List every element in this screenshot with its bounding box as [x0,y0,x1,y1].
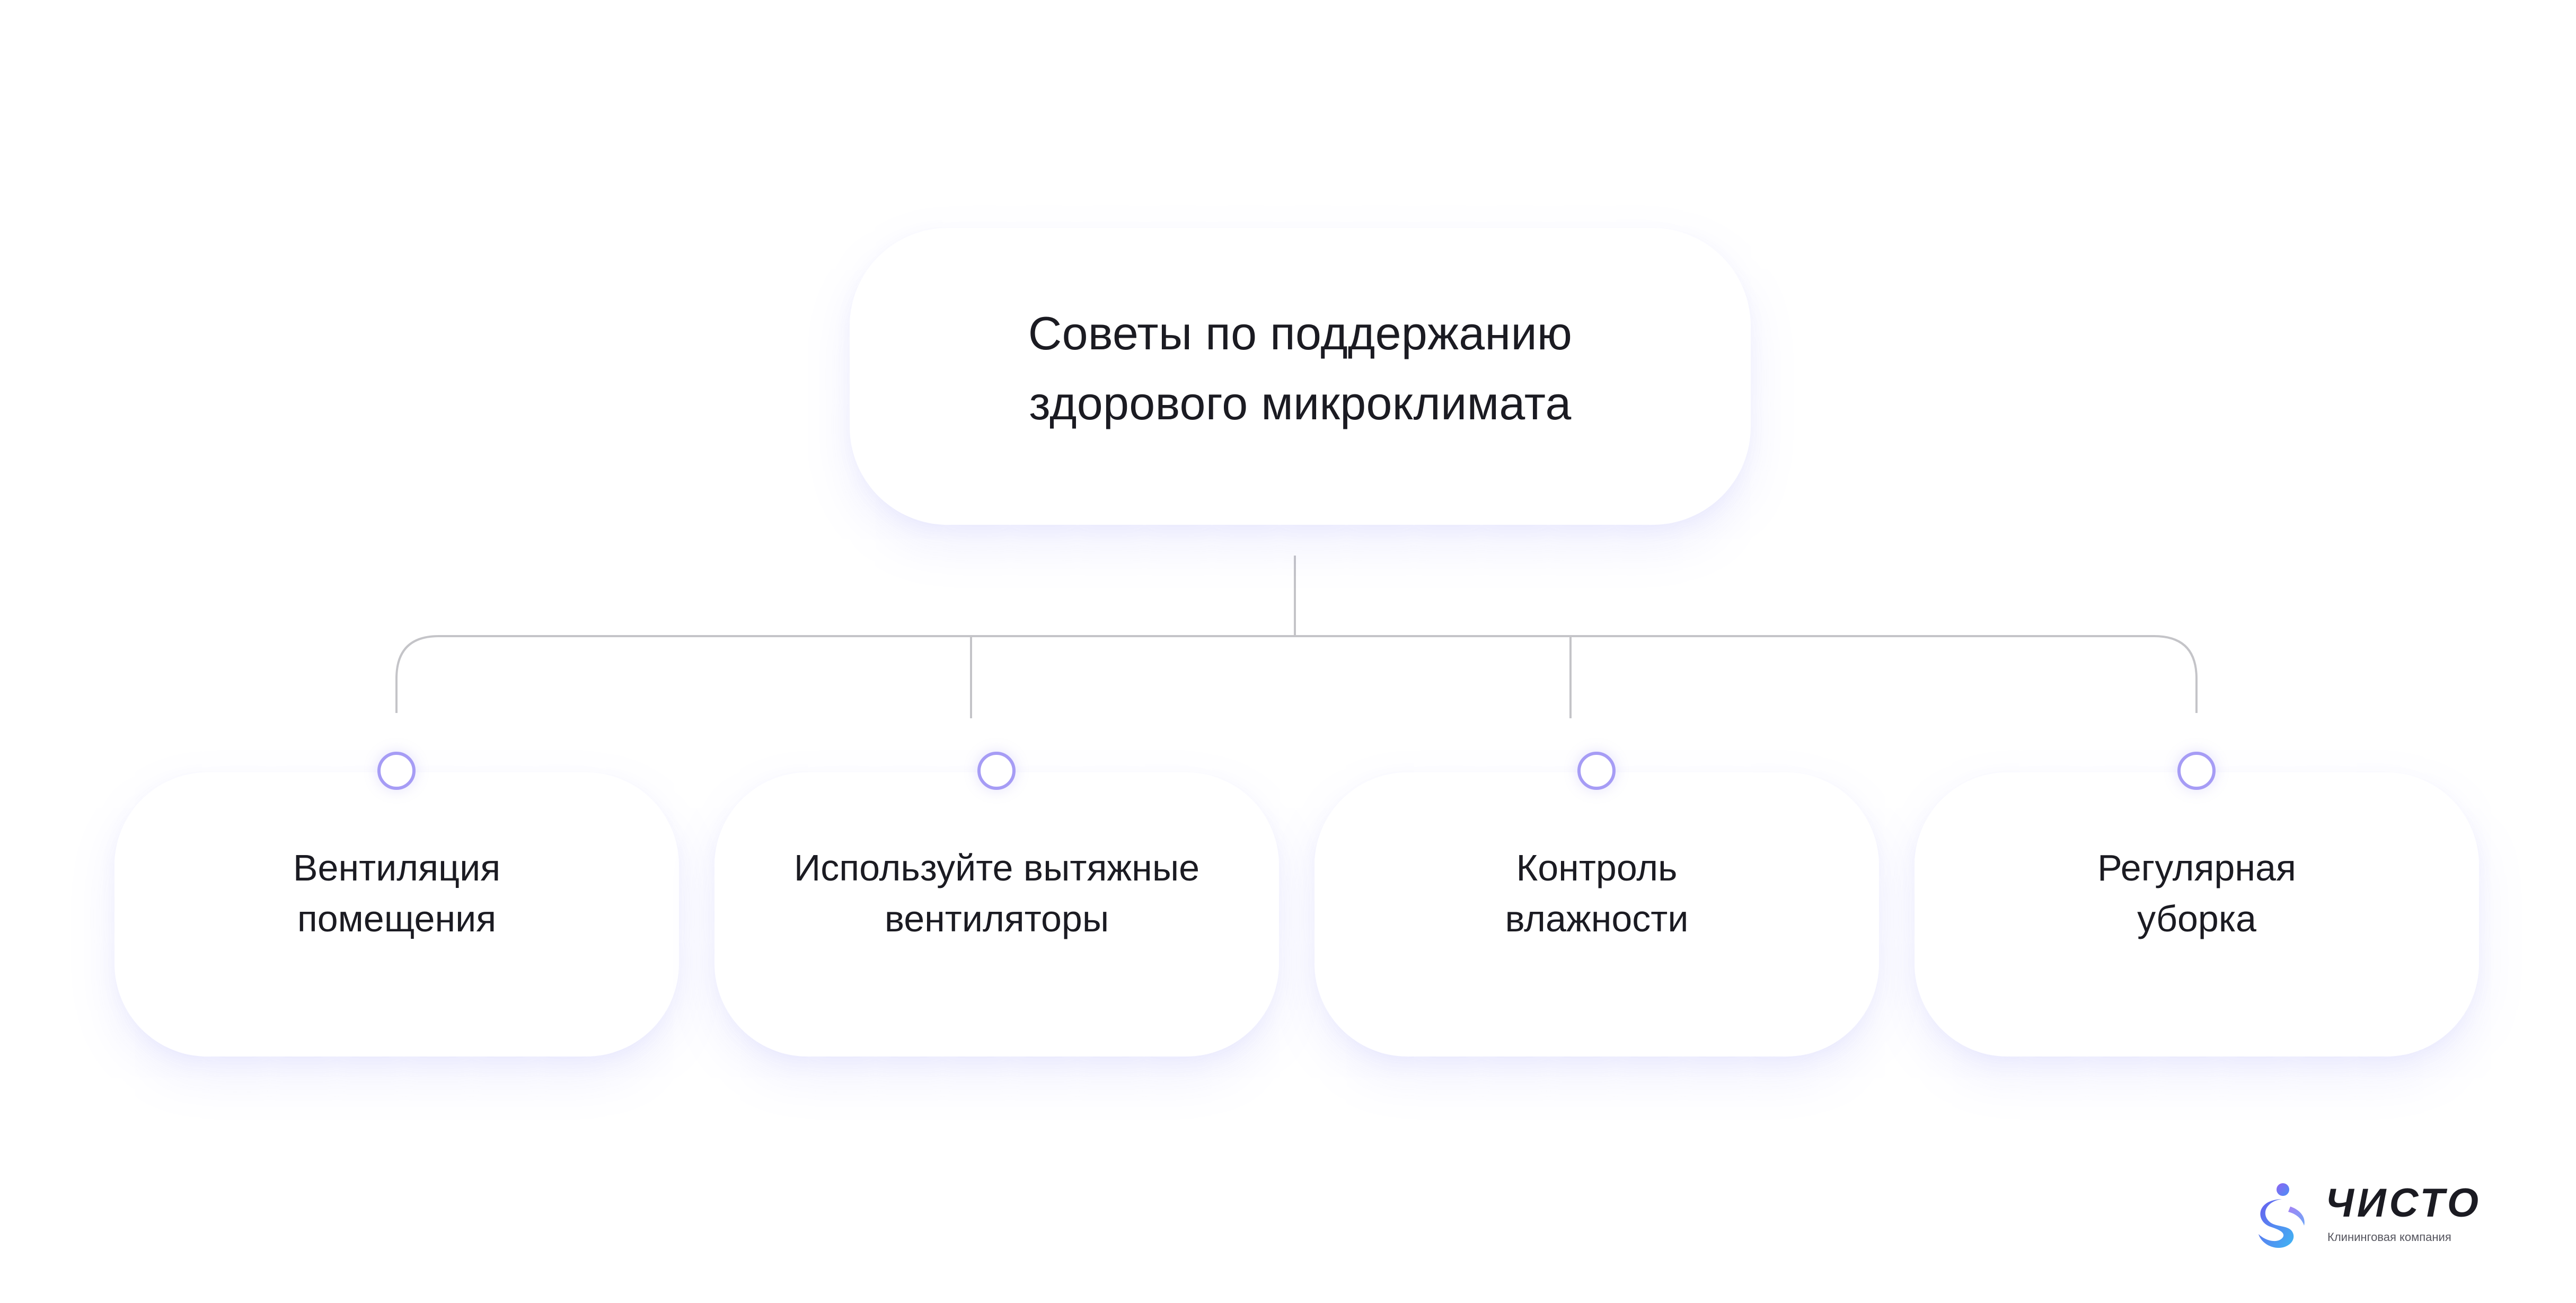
root-node: Советы по поддержанию здорового микрокли… [850,228,1751,525]
child-label: Используйте вытяжные вентиляторы [794,842,1199,944]
child-label-line1: Вентиляция [293,847,501,888]
child-node-cleaning: Регулярная уборка [1915,772,2479,1057]
root-title: Советы по поддержанию здорового микрокли… [1028,298,1572,438]
child-node-exhaust-fans: Используйте вытяжные вентиляторы [714,772,1279,1057]
child-label: Вентиляция помещения [293,842,500,944]
branch-connector [395,635,2198,713]
child-label-line1: Используйте вытяжные [793,847,1200,888]
child-node-humidity: Контроль влажности [1315,772,1879,1057]
brand-logo: ЧИСТО Клининговая компания [2255,1182,2478,1251]
node-dot-icon [2177,752,2216,790]
node-dot-icon [1577,752,1616,790]
child-label-line2: вентиляторы [884,898,1109,939]
child-label: Регулярная уборка [2097,842,2296,944]
node-dot-icon [977,752,1016,790]
child-label-line2: уборка [2137,898,2256,939]
child-label-line1: Регулярная [2097,847,2296,888]
logo-tagline: Клининговая компания [2327,1230,2451,1244]
child-node-ventilation: Вентиляция помещения [114,772,679,1057]
logo-name: ЧИСТО [2325,1181,2482,1226]
root-title-line1: Советы по поддержанию [1028,307,1573,359]
child-label-line2: помещения [297,898,497,939]
root-title-line2: здорового микроклимата [1029,377,1572,429]
logo-mark-icon [2259,1183,2305,1248]
child-label: Контроль влажности [1505,842,1689,944]
child-label-line1: Контроль [1516,847,1678,888]
node-dot-icon [377,752,416,790]
child-label-line2: влажности [1505,898,1689,939]
